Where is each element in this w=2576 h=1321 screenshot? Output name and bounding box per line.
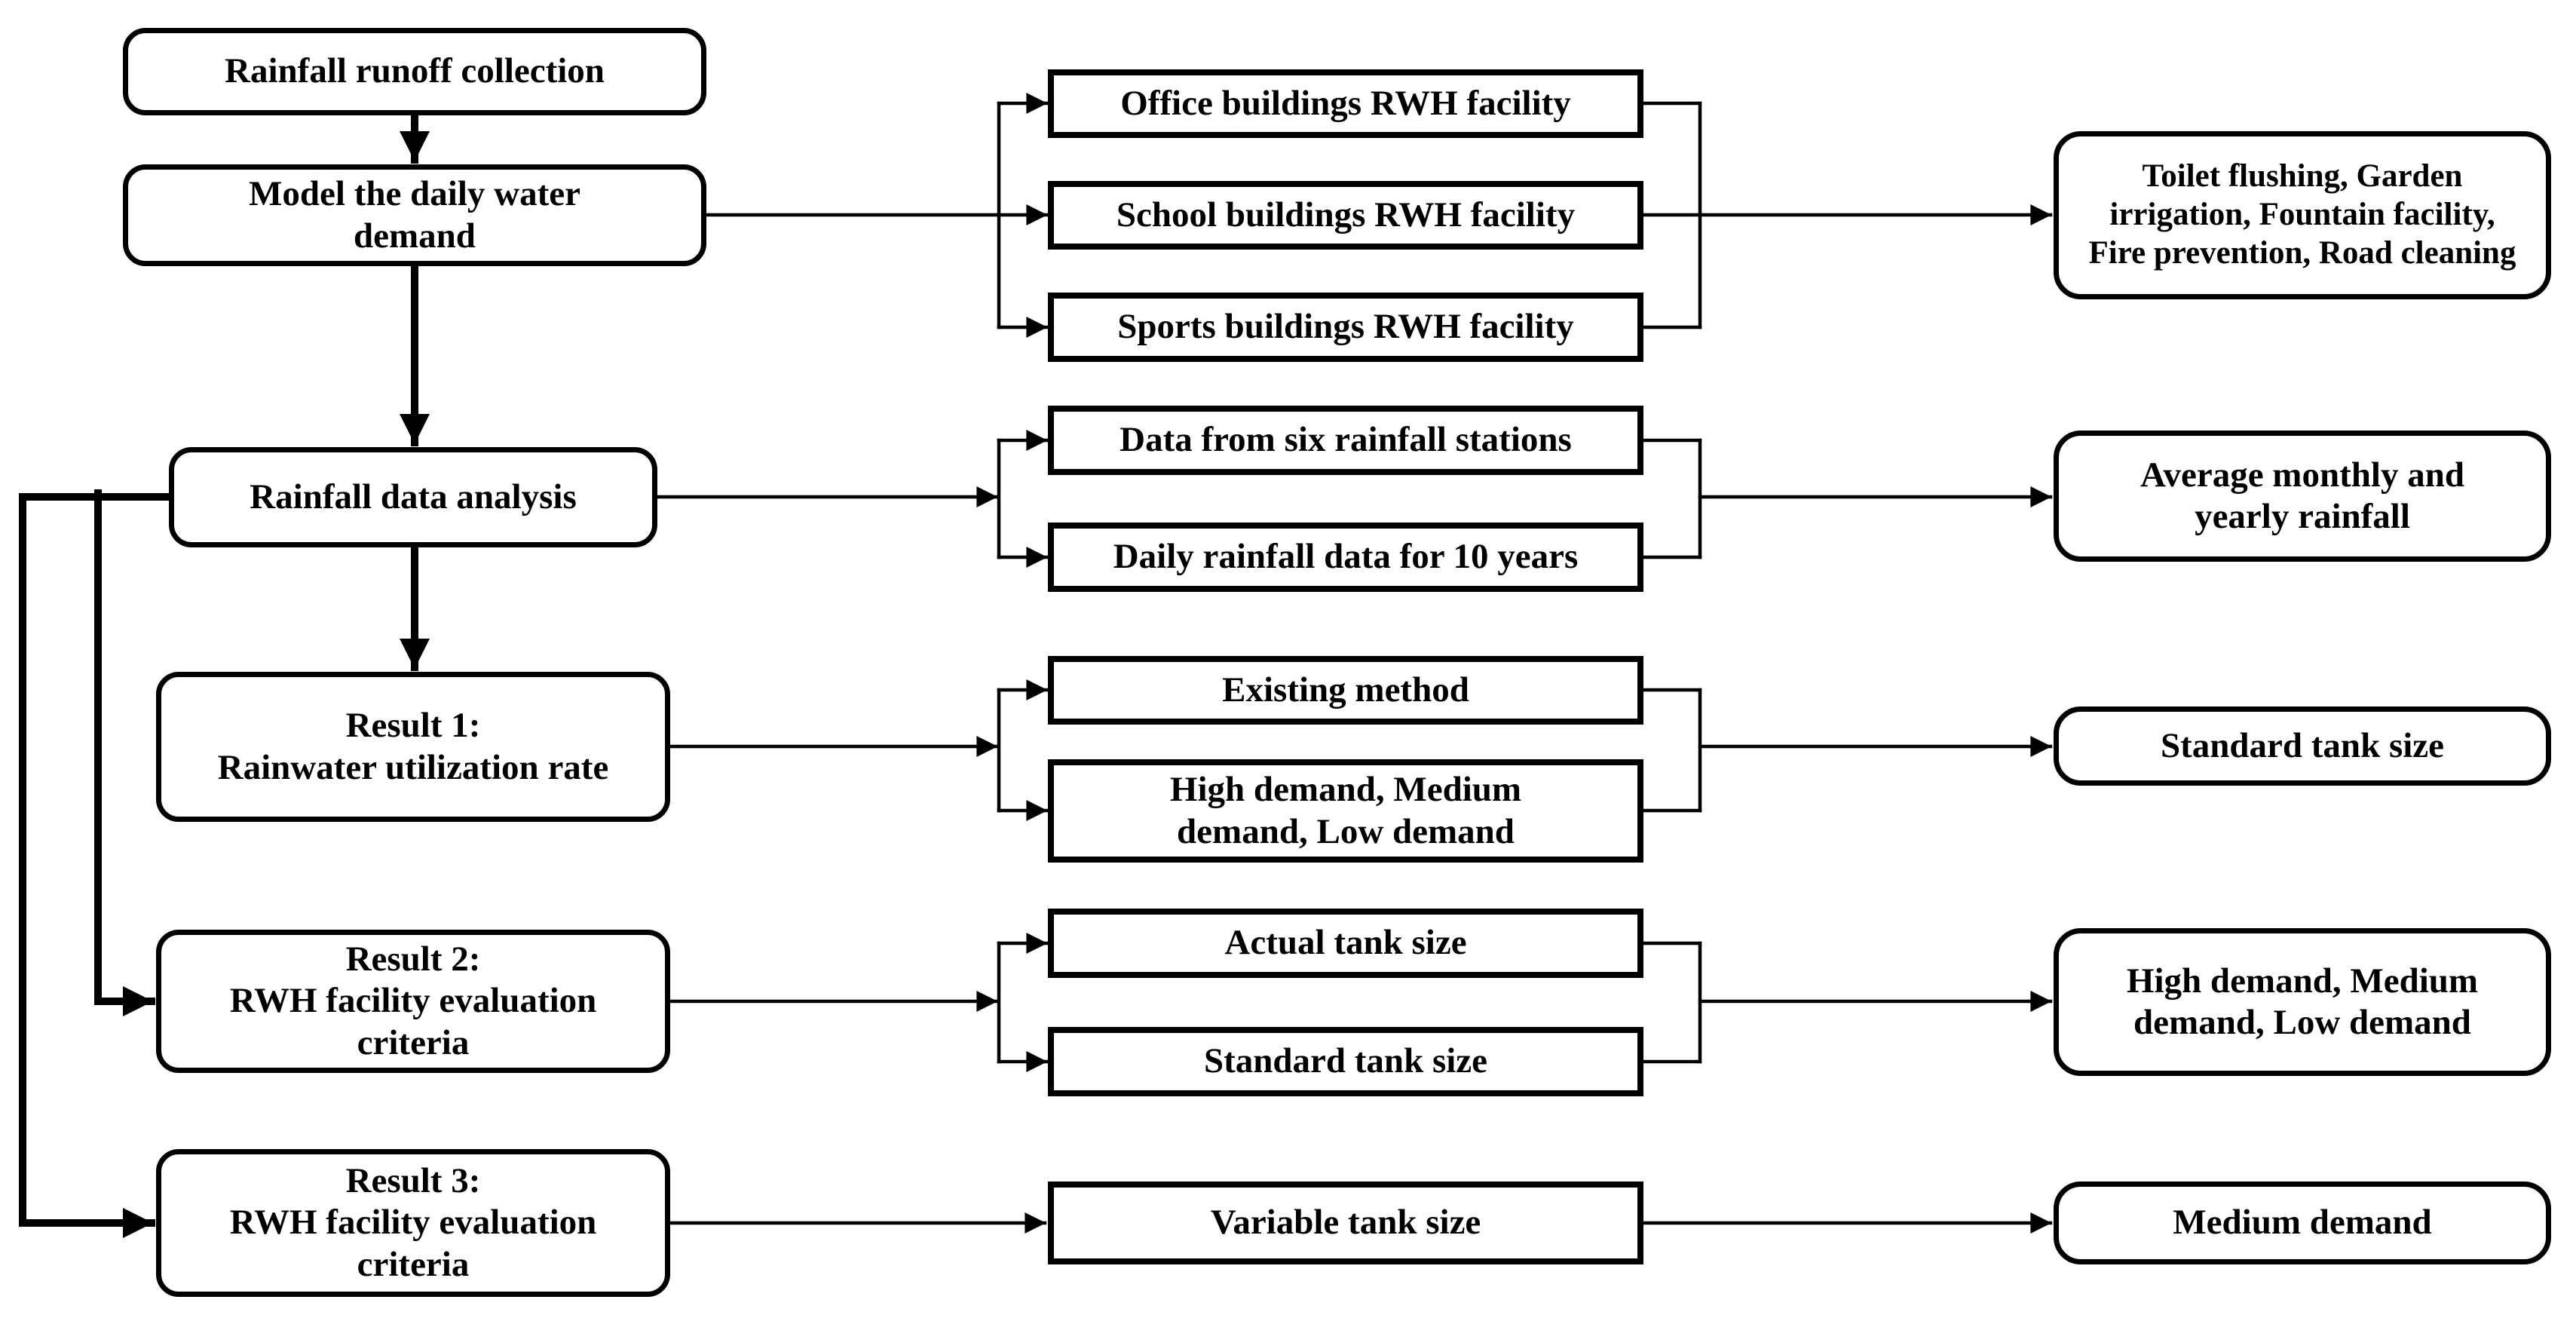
flow-box-standard-tank-size-outcome: Standard tank size bbox=[2054, 706, 2551, 786]
flow-box-daily-rainfall-10-years: Daily rainfall data for 10 years bbox=[1048, 523, 1643, 592]
arrow-analysis-to-result2-feedback bbox=[94, 489, 155, 1016]
flow-box-average-rainfall: Average monthly and yearly rainfall bbox=[2054, 431, 2551, 562]
flow-box-medium-demand: Medium demand bbox=[2054, 1182, 2551, 1264]
flow-box-six-rainfall-stations: Data from six rainfall stations bbox=[1048, 406, 1643, 475]
flow-box-rainfall-data-analysis: Rainfall data analysis bbox=[169, 447, 657, 547]
flow-box-result-1: Result 1: Rainwater utilization rate bbox=[156, 672, 670, 822]
flow-box-sports-buildings: Sports buildings RWH facility bbox=[1048, 293, 1643, 362]
flow-box-variable-tank-size: Variable tank size bbox=[1048, 1182, 1643, 1264]
flow-box-office-buildings: Office buildings RWH facility bbox=[1048, 69, 1643, 138]
flow-box-actual-tank-size: Actual tank size bbox=[1048, 909, 1643, 978]
flow-box-water-uses: Toilet flushing, Garden irrigation, Foun… bbox=[2054, 131, 2551, 299]
flow-box-model-daily-water-demand: Model the daily water demand bbox=[123, 164, 706, 266]
flow-box-demand-levels-outcome: High demand, Medium demand, Low demand bbox=[2054, 928, 2551, 1076]
flow-box-rainfall-runoff-collection: Rainfall runoff collection bbox=[123, 28, 706, 115]
flow-box-result-3: Result 3: RWH facility evaluation criter… bbox=[156, 1149, 670, 1297]
flow-box-existing-method: Existing method bbox=[1048, 656, 1643, 725]
flow-box-school-buildings: School buildings RWH facility bbox=[1048, 181, 1643, 250]
flow-box-result-2: Result 2: RWH facility evaluation criter… bbox=[156, 930, 670, 1073]
flow-box-standard-tank-size: Standard tank size bbox=[1048, 1027, 1643, 1096]
flow-box-demand-levels: High demand, Medium demand, Low demand bbox=[1048, 759, 1643, 863]
